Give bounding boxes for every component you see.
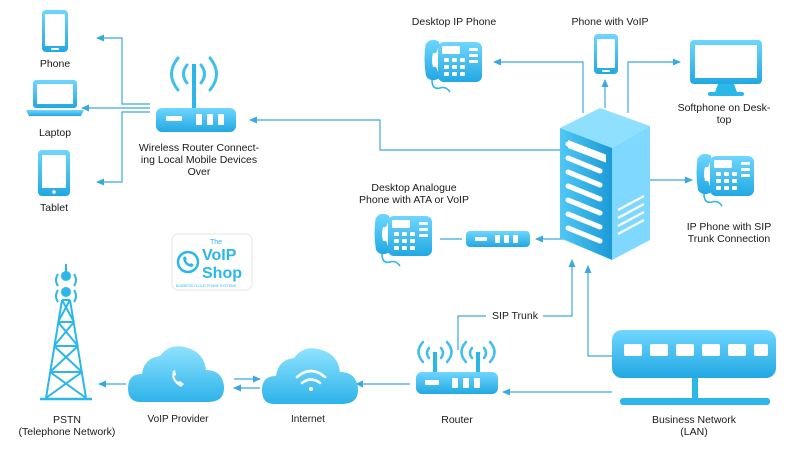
link-server-wireless-router: [249, 116, 578, 151]
smartphone-icon: [594, 34, 618, 74]
label-business-network: Business Network (LAN): [651, 414, 737, 438]
logo-tagline: BUSINESS CLOUD PHONE SYSTEMS: [176, 284, 237, 288]
label-phone: Phone: [39, 58, 71, 70]
label-laptop: Laptop: [38, 127, 72, 139]
label-desktop-ip-phone: Desktop IP Phone: [411, 16, 497, 28]
logo-text-voip: VoIP: [202, 247, 237, 264]
label-ip-phone-sip: IP Phone with SIP Trunk Connection: [686, 221, 772, 245]
server-icon: [560, 108, 650, 260]
sip-trunk-line-left: [457, 315, 486, 350]
connection-lines: [81, 34, 693, 396]
voip-shop-logo: The VoIP Shop BUSINESS CLOUD PHONE SYSTE…: [171, 233, 253, 291]
cloud-icon: [262, 348, 359, 404]
logo-text-the: The: [210, 239, 222, 246]
link-server-softphone: [627, 58, 681, 113]
sip-trunk-line-right: [543, 259, 576, 317]
logo-text-shop: Shop: [202, 265, 242, 282]
label-softphone: Softphone on Desk- top: [677, 102, 771, 126]
wireless-router-icon: [156, 56, 236, 132]
link-server-desktop-ip-phone: [493, 58, 584, 113]
label-router: Router: [441, 414, 473, 426]
label-tablet: Tablet: [39, 202, 69, 214]
link-server-ip-sip-phone: [644, 165, 693, 184]
tablet-icon: [38, 150, 70, 196]
desk-phone-icon: [423, 39, 483, 93]
label-internet: Internet: [291, 414, 325, 425]
ata-device-icon: [466, 231, 530, 247]
desk-phone-icon: [695, 153, 755, 207]
link-router-tablet: [96, 111, 150, 186]
label-voip-provider: VoIP Provider: [147, 414, 209, 425]
wifi-icon: [295, 369, 327, 391]
link-router-phone: [96, 34, 150, 105]
router-icon: [416, 340, 498, 394]
label-analogue-phone: Desktop Analogue Phone with ATA or VoIP: [359, 182, 469, 206]
cell-tower-icon: [40, 264, 92, 401]
network-switch-icon: [612, 330, 776, 405]
label-wireless-router: Wireless Router Connect- ing Local Mobil…: [138, 142, 260, 178]
cloud-icon: [128, 346, 225, 402]
laptop-icon: [26, 80, 84, 116]
desk-phone-icon: [373, 213, 433, 267]
smartphone-icon: [42, 10, 68, 52]
link-lan-server: [584, 265, 612, 357]
label-sip-trunk: SIP Trunk: [492, 310, 538, 322]
monitor-icon: [690, 40, 762, 96]
label-phone-with-voip: Phone with VoIP: [571, 16, 649, 28]
label-pstn: PSTN (Telephone Network): [18, 414, 116, 438]
